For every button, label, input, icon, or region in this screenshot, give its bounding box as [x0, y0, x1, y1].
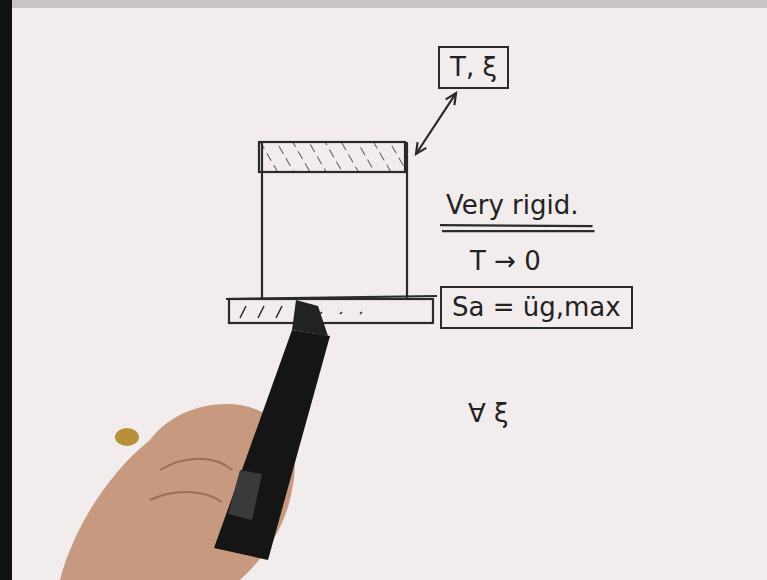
- note-text: Very rigid.: [446, 190, 579, 221]
- left-edge: [0, 0, 12, 580]
- leader-arrow: [416, 93, 456, 154]
- hand-with-marker: [60, 300, 330, 580]
- parameter-box: T, ξ: [438, 46, 509, 89]
- arrow-head: [416, 142, 426, 154]
- double-underline: [440, 225, 595, 231]
- arrow-head: [446, 93, 456, 105]
- box-text: Sa = üg,max: [452, 292, 621, 323]
- box-text: T, ξ: [450, 52, 497, 83]
- frame-structure: [226, 142, 437, 323]
- top-edge: [0, 0, 767, 8]
- limit-text: T → 0: [470, 246, 541, 277]
- condition-text: ∀ ξ: [468, 398, 509, 429]
- equation-box: Sa = üg,max: [440, 286, 633, 329]
